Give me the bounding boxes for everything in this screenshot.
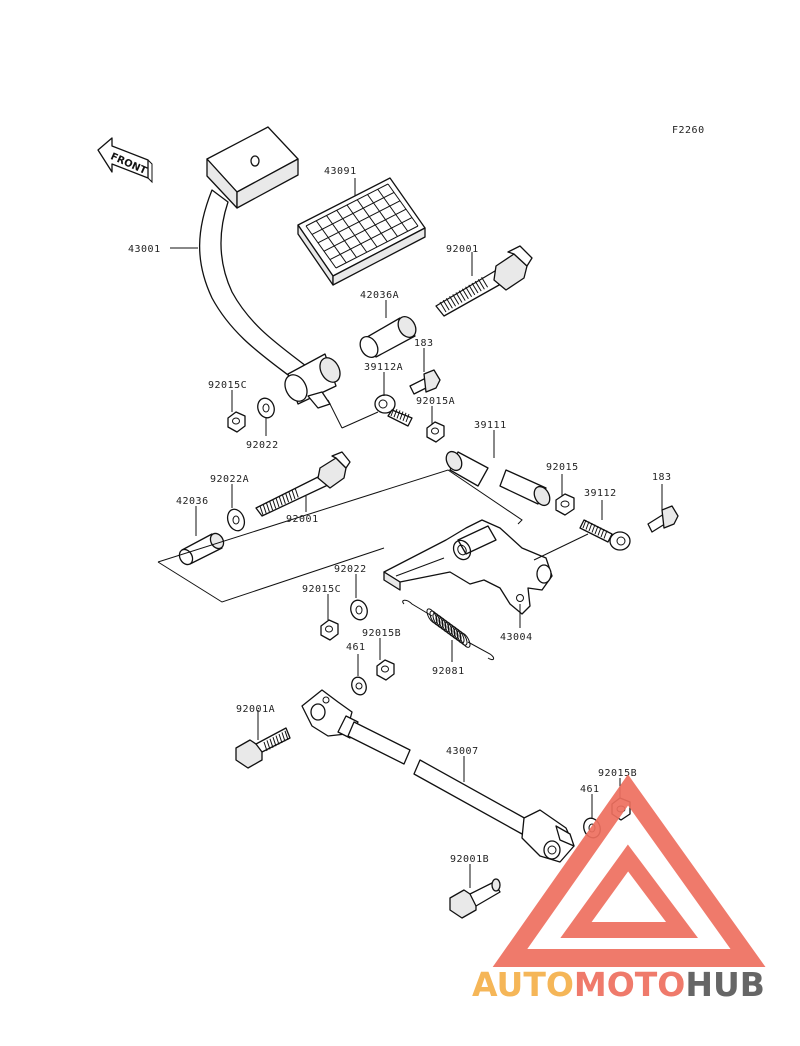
watermark-triangle-logo	[492, 774, 766, 967]
label-39111: 39111	[474, 420, 507, 431]
label-43091: 43091	[324, 166, 357, 177]
label-92015A: 92015A	[416, 396, 455, 407]
label-92001-top: 92001	[446, 244, 479, 255]
watermark-triangle-outer	[492, 774, 766, 967]
nut-92015B-mid	[376, 659, 395, 681]
rod-43007	[301, 689, 575, 863]
label-92001A: 92001A	[236, 704, 275, 715]
bracket-43004	[383, 519, 553, 615]
label-92015C-top: 92015C	[208, 380, 247, 391]
label-92081: 92081	[432, 666, 465, 677]
automotohub-watermark: AUTOMOTOHUB	[472, 774, 766, 1004]
watermark-text: AUTOMOTOHUB	[472, 965, 765, 1004]
label-43001: 43001	[128, 244, 161, 255]
label-92022-top: 92022	[246, 440, 279, 451]
label-43007: 43007	[446, 746, 479, 757]
brake-pedal-43001	[199, 126, 341, 409]
label-39112A: 39112A	[364, 362, 403, 373]
nut-92015C-mid	[320, 619, 339, 641]
label-183-right: 183	[652, 472, 672, 483]
washer-461-mid	[351, 676, 367, 696]
label-39112: 39112	[584, 488, 617, 499]
watermark-moto: MOTO	[574, 965, 685, 1004]
label-92022A: 92022A	[210, 474, 249, 485]
bolt-92001-top	[435, 245, 533, 317]
rod-end-39112A	[374, 394, 413, 427]
bolt-92001-mid	[255, 451, 351, 517]
spring-92081	[402, 599, 495, 661]
label-183-top: 183	[414, 338, 434, 349]
label-92015: 92015	[546, 462, 579, 473]
nut-92015	[555, 493, 575, 516]
watermark-hub: HUB	[685, 965, 765, 1004]
pedal-rubber-43091	[297, 177, 426, 286]
label-43004: 43004	[500, 632, 533, 643]
collar-42036	[178, 532, 225, 566]
shaft-39111	[445, 450, 551, 507]
nut-92015C-top	[227, 411, 246, 433]
label-461-mid: 461	[346, 642, 366, 653]
washer-92022-top	[257, 397, 275, 419]
washer-92022A	[226, 508, 246, 532]
bolt-183-top	[409, 369, 441, 395]
rod-end-39112	[579, 519, 631, 551]
label-92015B-bottom: 92015B	[598, 768, 637, 779]
washer-92022-mid	[350, 599, 368, 621]
label-92022-mid: 92022	[334, 564, 367, 575]
label-92001-mid: 92001	[286, 514, 319, 525]
nut-92015A	[426, 421, 445, 443]
bolt-92001A	[235, 727, 291, 769]
label-42036: 42036	[176, 496, 209, 507]
collar-42036A	[359, 316, 417, 358]
leader-lines	[170, 178, 663, 888]
label-461-bottom: 461	[580, 784, 600, 795]
label-92015C-mid: 92015C	[302, 584, 341, 595]
part-labels: 43091 43001 92001 42036A 183 39112A 9201…	[128, 166, 672, 865]
diagram-code: F2260	[672, 125, 705, 136]
front-arrow-icon: FRONT	[97, 137, 153, 184]
bolt-92001B	[449, 878, 501, 919]
assembly-plane-outline	[157, 469, 523, 603]
bolt-183-right	[647, 505, 679, 533]
watermark-triangle-inner	[560, 844, 698, 938]
label-92015B-mid: 92015B	[362, 628, 401, 639]
label-92001B: 92001B	[450, 854, 489, 865]
watermark-auto: AUTO	[472, 965, 574, 1004]
label-42036A: 42036A	[360, 290, 399, 301]
